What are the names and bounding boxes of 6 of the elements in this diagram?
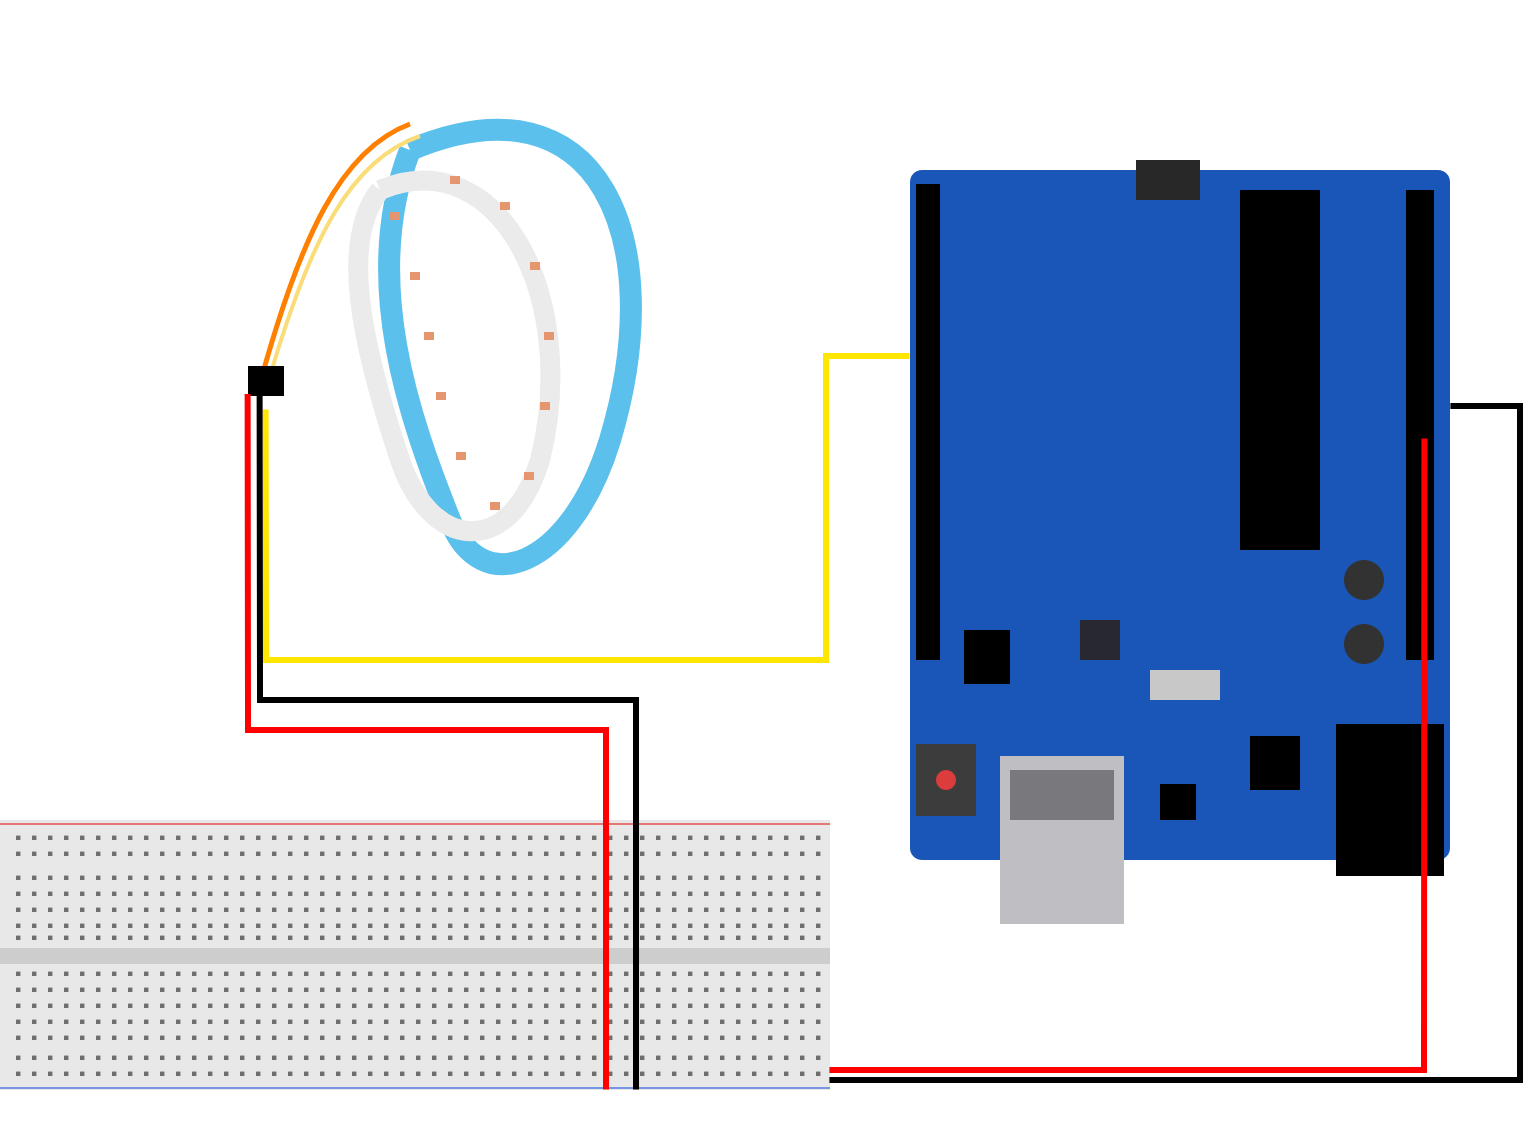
wire <box>262 353 910 663</box>
wire <box>829 438 1428 1073</box>
led-strip-drawing <box>248 118 642 575</box>
microcontroller-board-drawing <box>910 160 1450 924</box>
breadboard-drawing <box>0 820 831 1090</box>
wire <box>829 403 1523 1083</box>
